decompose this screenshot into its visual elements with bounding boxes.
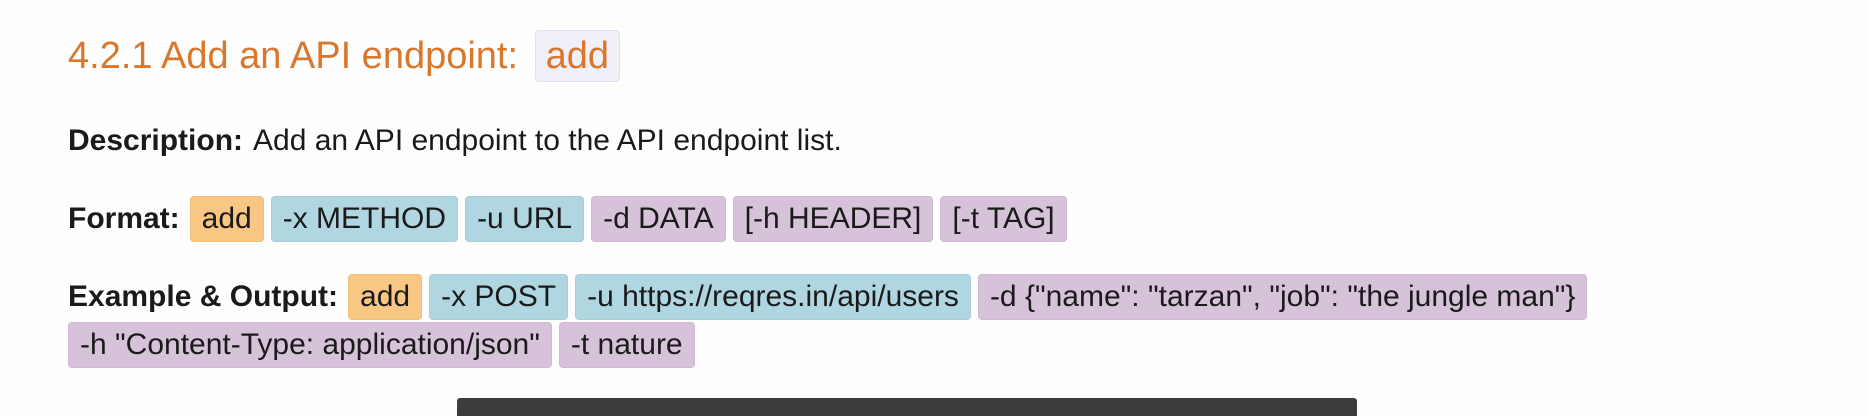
format-header-chip: [-h HEADER]	[732, 196, 934, 242]
description-paragraph: Description: Add an API endpoint to the A…	[68, 119, 842, 163]
example-header-chip: -h "Content-Type: application/json"	[68, 322, 552, 368]
format-method-chip: -x METHOD	[270, 196, 459, 242]
example-url-chip: -u https://reqres.in/api/users	[575, 274, 971, 320]
description-text: Add an API endpoint to the API endpoint …	[253, 124, 842, 157]
section-heading-text: 4.2.1 Add an API endpoint:	[68, 35, 519, 77]
example-paragraph: Example & Output: add-x POST-u https://re…	[68, 274, 1594, 320]
example-tag-chip: -t nature	[558, 322, 695, 368]
format-data-chip: -d DATA	[591, 196, 726, 242]
example-method-chip: -x POST	[429, 274, 569, 320]
format-paragraph: Format: add-x METHOD-u URL-d DATA[-h HEAD…	[68, 196, 1074, 242]
format-url-chip: -u URL	[465, 196, 585, 242]
format-tag-chip: [-t TAG]	[940, 196, 1067, 242]
example-data-chip: -d {"name": "tarzan", "job": "the jungle…	[977, 274, 1588, 320]
section-heading-command: add	[534, 30, 621, 82]
example-label: Example & Output:	[68, 280, 339, 313]
description-label: Description:	[68, 124, 244, 157]
format-label: Format:	[68, 202, 180, 235]
example-paragraph-continued: -h "Content-Type: application/json"-t na…	[68, 322, 702, 368]
code-block	[457, 398, 1357, 416]
section-heading: 4.2.1 Add an API endpoint: add	[68, 30, 621, 82]
example-command-chip: add	[348, 274, 423, 320]
format-command-chip: add	[189, 196, 264, 242]
